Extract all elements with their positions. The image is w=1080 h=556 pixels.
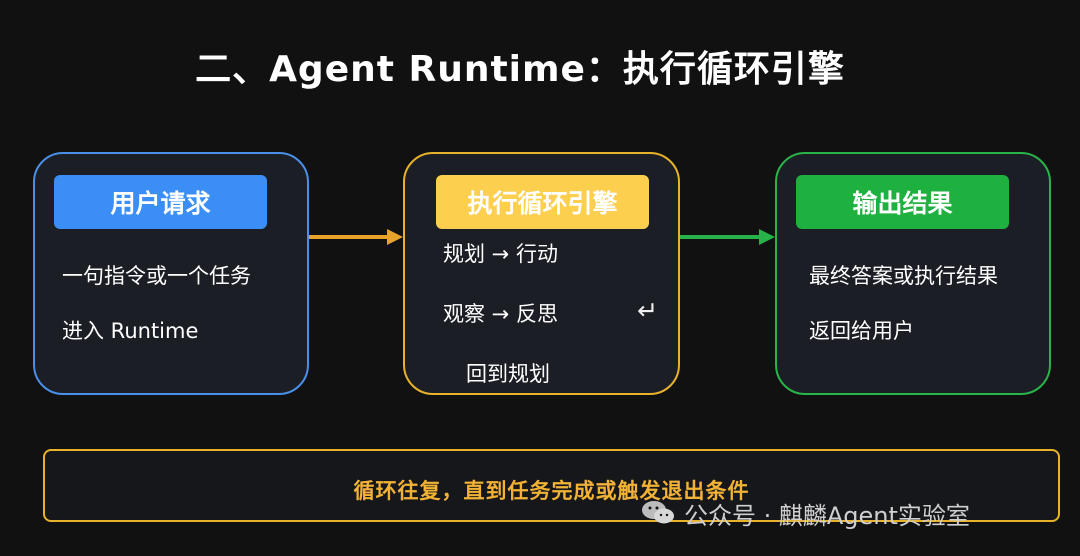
user-request-line-2: 进入 Runtime xyxy=(62,319,199,343)
page-title: 二、Agent Runtime：执行循环引擎 xyxy=(195,49,845,90)
execution-loop-header: 执行循环引擎 xyxy=(436,175,649,229)
arrowhead-request-to-engine xyxy=(387,229,403,245)
output-result-card: 输出结果 最终答案或执行结果 返回给用户 xyxy=(775,152,1051,395)
execution-loop-line-2: 观察 → 反思 xyxy=(443,302,558,326)
execution-loop-line-3: 回到规划 xyxy=(466,362,550,386)
wechat-watermark: 公众号 · 麒麟Agent实验室 xyxy=(640,496,970,530)
execution-loop-card: 执行循环引擎 规划 → 行动 观察 → 反思 ↵ 回到规划 xyxy=(403,152,680,395)
user-request-line-1: 一句指令或一个任务 xyxy=(62,264,251,288)
user-request-header: 用户请求 xyxy=(54,175,267,229)
arrowhead-engine-to-output xyxy=(759,229,775,245)
watermark-text: 公众号 · 麒麟Agent实验室 xyxy=(684,501,970,530)
execution-loop-line-1: 规划 → 行动 xyxy=(443,242,558,266)
output-result-line-2: 返回给用户 xyxy=(809,319,914,343)
user-request-card: 用户请求 一句指令或一个任务 进入 Runtime xyxy=(33,152,309,395)
loop-condition-box: 循环往复，直到任务完成或触发退出条件 xyxy=(43,449,1060,522)
loop-back-icon: ↵ xyxy=(637,296,658,325)
loop-condition-text: 循环往复，直到任务完成或触发退出条件 xyxy=(353,479,750,503)
output-result-line-1: 最终答案或执行结果 xyxy=(809,264,998,288)
wechat-icon xyxy=(640,498,676,528)
output-result-header: 输出结果 xyxy=(796,175,1009,229)
